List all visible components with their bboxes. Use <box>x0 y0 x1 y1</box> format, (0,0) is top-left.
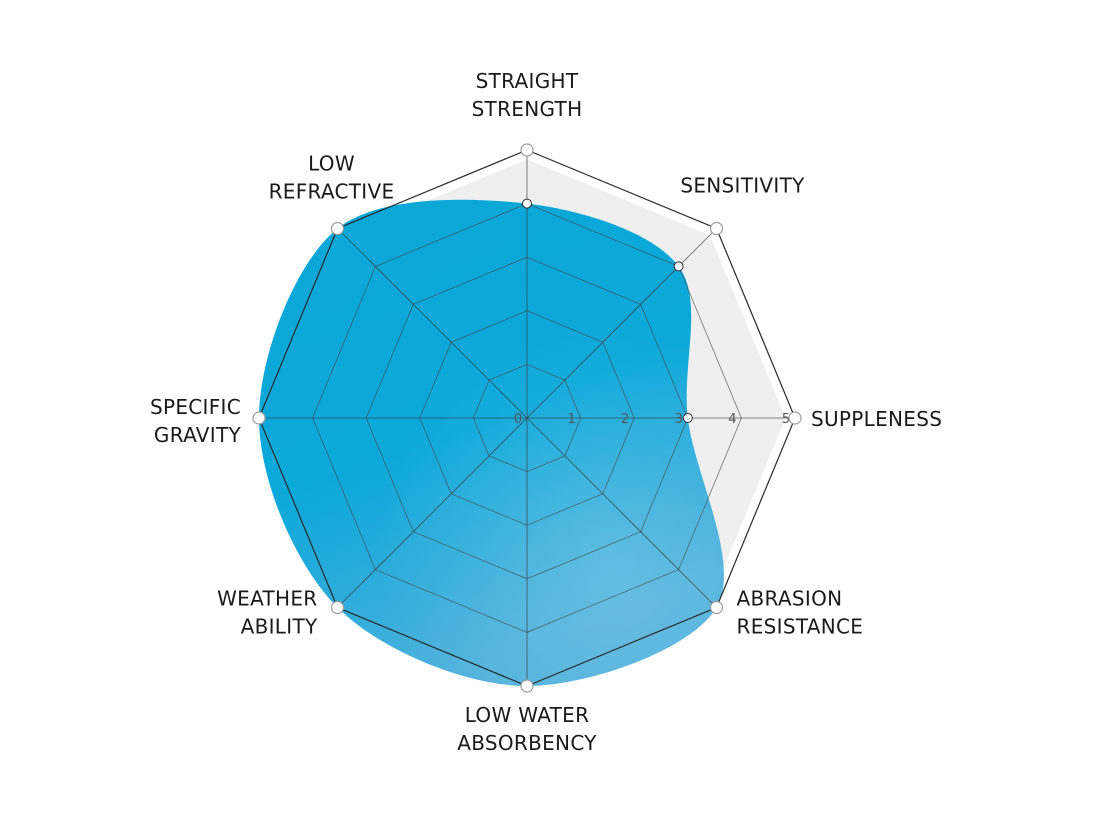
outer-marker-4 <box>520 679 534 693</box>
series-area <box>259 199 724 687</box>
axis-labels: STRAIGHT STRENGTH SENSITIVITY SUPPLENESS ABR… <box>150 69 942 755</box>
axis-label-4: LOW WATER ABSORBENCY <box>457 703 597 755</box>
spoke-5 <box>337 417 528 608</box>
series-area-highlight <box>259 199 724 687</box>
axis-label-7: LOW REFRACTIVE <box>269 152 395 204</box>
outer-marker-1 <box>709 221 724 236</box>
value-marker-1 <box>673 261 684 272</box>
axis-label-0: STRAIGHT STRENGTH <box>472 69 583 121</box>
axis-label-3-line-1: RESISTANCE <box>737 615 864 639</box>
axis-label-4-line-0: LOW WATER <box>465 703 590 727</box>
axis-label-3-line-0: ABRASION <box>737 587 843 611</box>
axis-label-6-line-0: SPECIFIC <box>150 395 241 419</box>
axis-label-6-line-1: GRAVITY <box>154 423 242 447</box>
value-marker-2 <box>682 413 693 423</box>
axis-label-6: SPECIFIC GRAVITY <box>150 395 242 447</box>
outer-marker-3 <box>709 600 724 615</box>
axis-label-7-line-0: LOW <box>308 152 355 176</box>
tick-label-1: 1 <box>567 412 575 427</box>
axis-label-5: WEATHER ABILITY <box>217 587 318 639</box>
axis-label-2-line-0: SUPPLENESS <box>811 407 942 431</box>
axis-label-5-line-0: WEATHER <box>217 587 317 611</box>
tick-label-4: 4 <box>728 412 736 427</box>
tick-label-3: 3 <box>675 412 683 427</box>
axis-label-2: SUPPLENESS <box>811 407 942 431</box>
axis-label-4-line-1: ABSORBENCY <box>457 731 597 755</box>
tick-label-0: 0 <box>514 412 522 427</box>
spoke-3 <box>526 417 717 608</box>
outer-marker-5 <box>330 600 345 615</box>
markers <box>252 143 802 693</box>
outer-marker-0 <box>520 143 534 157</box>
axis-label-1-line-0: SENSITIVITY <box>680 174 805 198</box>
grid <box>258 149 796 687</box>
tick-label-2: 2 <box>621 412 629 427</box>
axis-label-0-line-0: STRAIGHT <box>476 69 579 93</box>
outer-marker-2 <box>788 411 802 425</box>
value-marker-0 <box>522 198 532 209</box>
tick-labels: 0 1 2 3 4 5 <box>514 412 790 427</box>
spoke-7 <box>337 228 528 419</box>
outer-marker-6 <box>252 411 266 425</box>
axis-label-0-line-1: STRENGTH <box>472 97 583 121</box>
axis-label-3: ABRASION RESISTANCE <box>737 587 864 639</box>
axis-label-7-line-1: REFRACTIVE <box>269 180 395 204</box>
outer-marker-7 <box>330 221 345 236</box>
axis-label-5-line-1: ABILITY <box>241 615 318 639</box>
spoke-1 <box>526 228 717 419</box>
axis-label-1: SENSITIVITY <box>680 174 805 198</box>
tick-label-5: 5 <box>782 412 790 427</box>
